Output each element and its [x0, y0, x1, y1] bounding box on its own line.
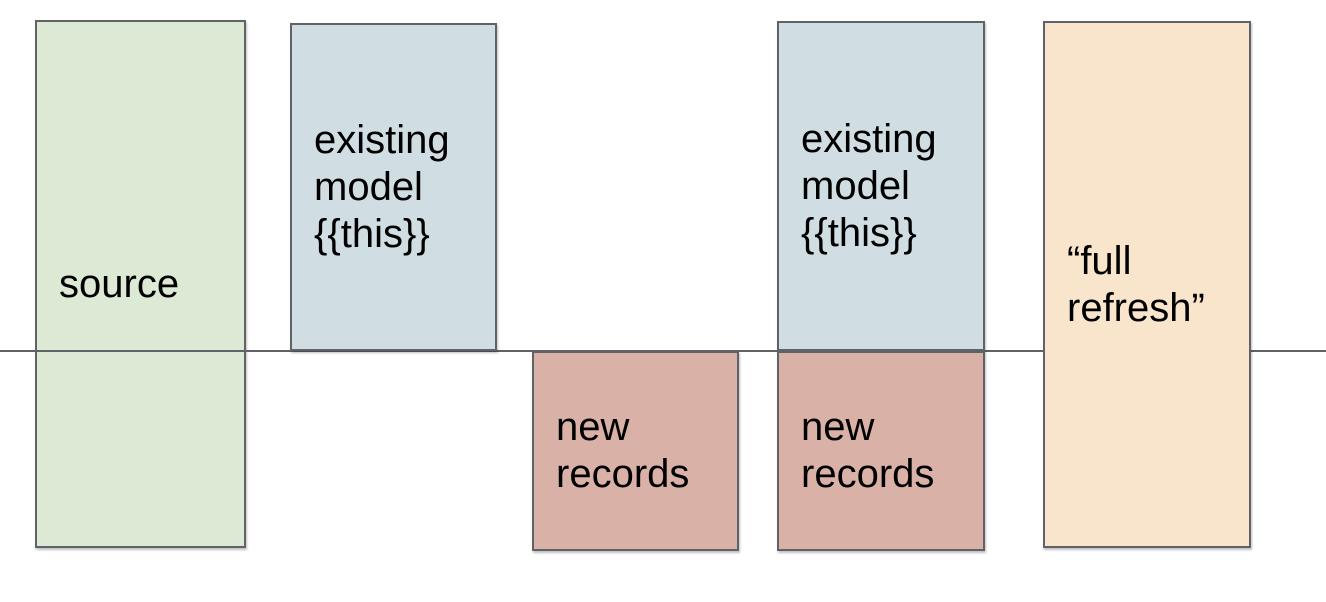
existing-model-box-1: existing model {{this}}: [290, 23, 497, 351]
new-records-box-1-label: new records: [556, 405, 690, 496]
new-records-box-1: new records: [532, 351, 739, 551]
existing-model-box-2: existing model {{this}}: [777, 21, 985, 351]
existing-model-box-2-label: existing model {{this}}: [801, 116, 937, 255]
source-box-label: source: [59, 261, 180, 306]
full-refresh-box: “full refresh”: [1043, 21, 1251, 548]
new-records-box-2: new records: [777, 351, 985, 551]
full-refresh-box-label: “full refresh”: [1067, 238, 1205, 330]
existing-model-box-1-label: existing model {{this}}: [314, 117, 450, 256]
source-box: source: [35, 20, 246, 548]
new-records-box-2-label: new records: [801, 405, 935, 496]
